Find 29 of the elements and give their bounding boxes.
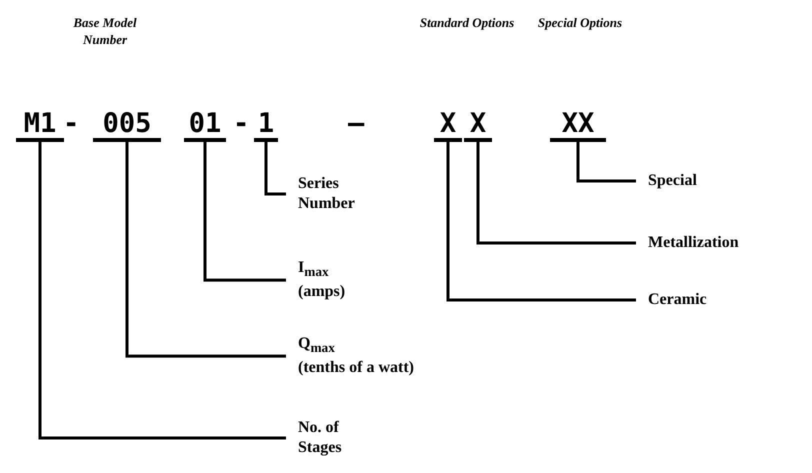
code-segment: XX xyxy=(550,110,606,142)
leader-line xyxy=(476,142,636,244)
column-heading: Special Options xyxy=(536,14,624,31)
description-text: Special xyxy=(648,171,698,191)
hyphen: - xyxy=(63,110,80,138)
hyphen: - xyxy=(233,110,250,138)
leader-line xyxy=(264,142,286,196)
code-segment: 01 xyxy=(184,110,226,142)
column-heading: Base Model Number xyxy=(72,14,138,48)
leader-line xyxy=(204,142,286,282)
leader-line xyxy=(576,142,636,182)
code-segment: 005 xyxy=(93,110,161,142)
code-segment: X xyxy=(434,110,462,142)
description-text: Ceramic xyxy=(648,290,708,310)
description-text: Metallization xyxy=(648,233,740,253)
leader-line xyxy=(126,142,286,358)
description-text: (amps) xyxy=(298,282,346,302)
leader-line xyxy=(38,142,286,440)
description-text: Q$_{max}$ xyxy=(298,334,336,358)
leader-line xyxy=(446,142,636,302)
dash: — xyxy=(348,110,364,138)
column-heading: Standard Options xyxy=(418,14,516,31)
code-segment: M1 xyxy=(16,110,64,142)
description-text: (tenths of a watt) xyxy=(298,358,415,378)
code-segment: 1 xyxy=(254,110,278,142)
description-text: No. of Stages xyxy=(298,418,343,458)
code-segment: X xyxy=(464,110,492,142)
description-text: Series Number xyxy=(298,174,356,214)
description-text: I$_{max}$ xyxy=(298,258,330,282)
